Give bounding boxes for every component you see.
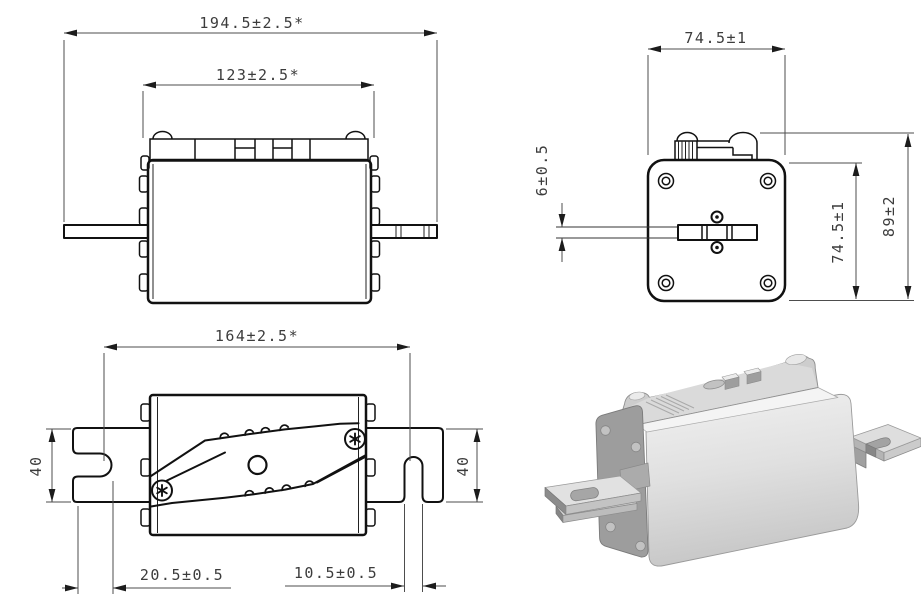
dim-front-total-width: 194.5±2.5* — [63, 14, 438, 222]
screw-bottom-left — [151, 479, 173, 502]
dim-label: 74.5±1 — [684, 29, 747, 47]
dim-label: 20.5±0.5 — [140, 566, 224, 584]
dim-front-body-width: 123±2.5* — [142, 66, 375, 138]
top-view: 164±2.5* 40 40 20.5±0.5 10.5±0.5 — [27, 327, 483, 594]
dim-label: 6±0.5 — [533, 144, 551, 197]
screw-top-right — [344, 428, 366, 450]
dim-blade-width-right: 40 — [446, 428, 483, 503]
dim-side-body-height: 74.5±1 — [789, 162, 914, 301]
dim-label: 194.5±2.5* — [199, 14, 304, 32]
fuse-link — [150, 422, 367, 508]
dim-label: 10.5±0.5 — [294, 564, 378, 582]
dim-blade-thickness: 6±0.5 — [533, 144, 566, 262]
dim-label: 40 — [454, 455, 472, 476]
iso-right-blade — [850, 424, 921, 469]
iso-body — [645, 393, 860, 567]
front-view: 194.5±2.5* 123±2.5* — [63, 14, 438, 305]
side-view: 74.5±1 6±0.5 74.5±1 89±2 — [533, 29, 914, 303]
iso-left-blade — [544, 462, 651, 523]
dim-side-total-height: 89±2 — [760, 132, 914, 299]
dim-left-slot-depth: 20.5±0.5 — [62, 481, 231, 594]
dim-right-slot-width: 10.5±0.5 — [285, 504, 446, 592]
dim-label: 40 — [27, 455, 45, 476]
dim-side-width: 74.5±1 — [647, 29, 786, 155]
dim-label: 123±2.5* — [216, 66, 300, 84]
iso-cap — [619, 354, 819, 425]
isometric-view — [544, 354, 921, 567]
dim-blade-width-left: 40 — [27, 428, 71, 503]
dim-label: 89±2 — [880, 195, 898, 237]
dim-top-slot-span: 164±2.5* — [103, 327, 411, 461]
dim-label: 164±2.5* — [215, 327, 299, 345]
dim-label: 74.5±1 — [829, 200, 847, 263]
